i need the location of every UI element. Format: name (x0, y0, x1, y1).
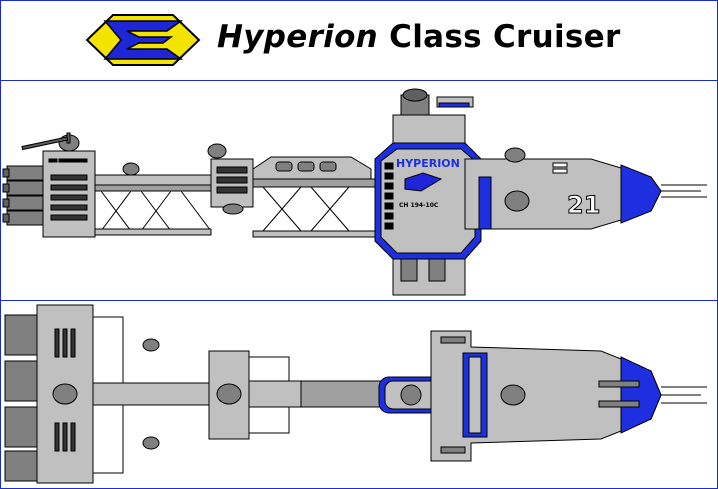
page-title: Hyperion Class Cruiser (217, 19, 621, 55)
side-mid-block (210, 158, 254, 215)
side-engine-block (21, 132, 96, 238)
hyperion-emblem-icon (85, 14, 201, 66)
top-mid-block (208, 350, 382, 440)
divider-top (1, 80, 717, 81)
top-forward-hull (430, 330, 707, 462)
side-view-schematic: HYPERION CH 194-10C 21 (2, 88, 707, 296)
top-engine-exhausts (4, 314, 38, 482)
side-command-tower (374, 88, 482, 296)
side-registry-label: CH 194-10C (399, 202, 439, 209)
side-ship-name-label: HYPERION (396, 157, 460, 170)
header: Hyperion Class Cruiser (1, 1, 717, 80)
top-view-schematic (4, 304, 707, 484)
divider-bottom (1, 300, 717, 301)
top-engine-block (36, 304, 212, 484)
side-engine-exhausts (2, 165, 44, 226)
side-hull-number: 21 (567, 191, 600, 219)
title-word-hyperion: Hyperion (217, 19, 379, 55)
side-connector-tube (252, 156, 382, 238)
title-word-class-cruiser: Class Cruiser (389, 19, 621, 55)
side-forward-hull (464, 147, 707, 230)
side-truss-spine (94, 143, 227, 236)
